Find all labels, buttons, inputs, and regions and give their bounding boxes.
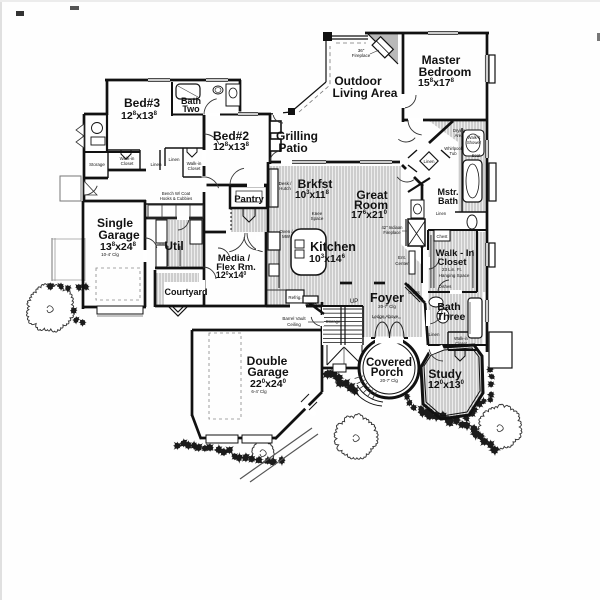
svg-text:Drying: Drying	[453, 128, 466, 133]
svg-text:Kitchen: Kitchen	[310, 240, 356, 254]
svg-text:Great: Great	[356, 188, 387, 202]
svg-text:Bed#3: Bed#3	[124, 96, 160, 110]
svg-text:Linen: Linen	[428, 332, 440, 337]
svg-text:10-4' Clg: 10-4' Clg	[101, 252, 119, 257]
svg-text:Oven /: Oven /	[279, 229, 293, 234]
svg-text:Double: Double	[247, 354, 288, 368]
svg-text:Garage: Garage	[247, 365, 289, 379]
svg-text:Bath: Bath	[437, 301, 460, 313]
svg-text:Flex Rm.: Flex Rm.	[216, 262, 256, 273]
svg-text:Desk /: Desk /	[279, 181, 293, 186]
svg-text:Barrel Vault: Barrel Vault	[282, 316, 306, 321]
svg-text:Garage: Garage	[98, 228, 140, 242]
svg-text:42" Indiaan: 42" Indiaan	[381, 225, 403, 230]
svg-text:Grilling: Grilling	[276, 129, 318, 143]
svg-text:Study: Study	[428, 367, 462, 381]
svg-text:Walk-in: Walk-in	[120, 156, 135, 161]
svg-text:Brkfst: Brkfst	[298, 177, 333, 191]
svg-text:Media /: Media /	[218, 253, 251, 264]
svg-text:UP: UP	[350, 299, 358, 305]
svg-text:Fireplace: Fireplace	[352, 53, 371, 58]
svg-text:6-4' Clg: 6-4' Clg	[251, 389, 267, 394]
svg-text:Bedroom: Bedroom	[419, 65, 472, 79]
svg-text:Walk - In: Walk - In	[436, 248, 475, 259]
svg-text:20-7' Clg: 20-7' Clg	[380, 378, 398, 383]
svg-text:Patio: Patio	[278, 141, 307, 155]
svg-text:Area: Area	[455, 133, 465, 138]
svg-text:Chest: Chest	[437, 234, 449, 239]
svg-text:Room: Room	[354, 198, 388, 212]
svg-text:Linen: Linen	[150, 162, 162, 167]
svg-text:Linen: Linen	[168, 157, 180, 162]
svg-text:103x146: 103x146	[309, 253, 346, 265]
svg-text:Knee: Knee	[312, 211, 323, 216]
svg-text:Outdoor: Outdoor	[334, 74, 382, 88]
svg-text:Refrig.: Refrig.	[288, 295, 301, 300]
svg-text:Niche: Niche	[305, 302, 317, 307]
svg-text:Closet: Closet	[437, 257, 467, 268]
svg-text:Pantry: Pantry	[234, 194, 264, 205]
svg-text:Courtyard: Courtyard	[164, 287, 207, 297]
svg-text:Foyer: Foyer	[370, 291, 404, 305]
svg-text:Walk-in: Walk-in	[454, 336, 468, 341]
svg-text:Closet: Closet	[188, 166, 202, 171]
svg-text:Dishes: Dishes	[439, 284, 452, 289]
svg-text:Storage: Storage	[89, 162, 105, 167]
svg-text:Ceiling: Ceiling	[287, 322, 301, 327]
svg-text:Bed#2: Bed#2	[213, 129, 249, 143]
svg-text:Living Area: Living Area	[333, 86, 398, 100]
svg-text:Seat: Seat	[472, 153, 481, 158]
svg-text:Single: Single	[97, 216, 133, 230]
svg-text:Mstr.: Mstr.	[437, 187, 458, 197]
svg-text:Master: Master	[422, 53, 461, 67]
svg-text:Shower: Shower	[467, 140, 482, 145]
svg-text:Walk-it: Walk-it	[468, 135, 481, 140]
svg-text:158x178: 158x178	[418, 77, 455, 89]
svg-text:23 Lin. Ft.: 23 Lin. Ft.	[442, 267, 462, 272]
svg-text:138x248: 138x248	[100, 241, 137, 253]
svg-text:Closet: Closet	[121, 161, 135, 166]
svg-text:120x140: 120x140	[216, 270, 247, 280]
svg-text:Ent.: Ent.	[398, 255, 406, 260]
svg-text:128x138: 128x138	[121, 110, 158, 122]
svg-text:MW: MW	[282, 234, 291, 239]
svg-text:120x130: 120x130	[428, 379, 465, 391]
svg-text:Bath: Bath	[438, 196, 458, 206]
svg-text:Porch: Porch	[371, 367, 404, 379]
svg-text:Walk-in: Walk-in	[187, 161, 202, 166]
svg-text:36": 36"	[358, 48, 365, 53]
svg-text:Util: Util	[164, 239, 183, 253]
svg-text:Ledge Above: Ledge Above	[372, 314, 399, 319]
svg-text:128x138: 128x138	[213, 141, 250, 153]
svg-text:103x118: 103x118	[295, 190, 330, 201]
svg-text:Fireplace: Fireplace	[383, 230, 401, 235]
svg-text:Bench W/ Coat: Bench W/ Coat	[162, 191, 191, 196]
svg-text:Three: Three	[437, 311, 466, 323]
svg-text:20-7' Clg: 20-7' Clg	[378, 304, 396, 309]
svg-text:Hanging Space: Hanging Space	[439, 273, 470, 278]
svg-text:Hooks & Cubbies: Hooks & Cubbies	[160, 196, 192, 201]
svg-text:Storage: Storage	[326, 319, 341, 324]
svg-text:Bath: Bath	[181, 96, 201, 106]
svg-text:Whirlpool: Whirlpool	[444, 146, 462, 151]
svg-text:Tub: Tub	[449, 151, 457, 156]
svg-text:Hutch: Hutch	[279, 186, 291, 191]
svg-text:Coats: Coats	[408, 290, 421, 295]
svg-text:Closet: Closet	[455, 341, 468, 346]
svg-text:Two: Two	[182, 104, 200, 114]
svg-text:Linen: Linen	[436, 211, 447, 216]
svg-text:220x240: 220x240	[250, 378, 287, 390]
svg-text:Space: Space	[311, 216, 324, 221]
svg-text:176x210: 176x210	[351, 209, 388, 221]
svg-text:Linen: Linen	[423, 159, 435, 164]
svg-text:Center: Center	[395, 261, 409, 266]
svg-text:Covered: Covered	[366, 357, 412, 369]
